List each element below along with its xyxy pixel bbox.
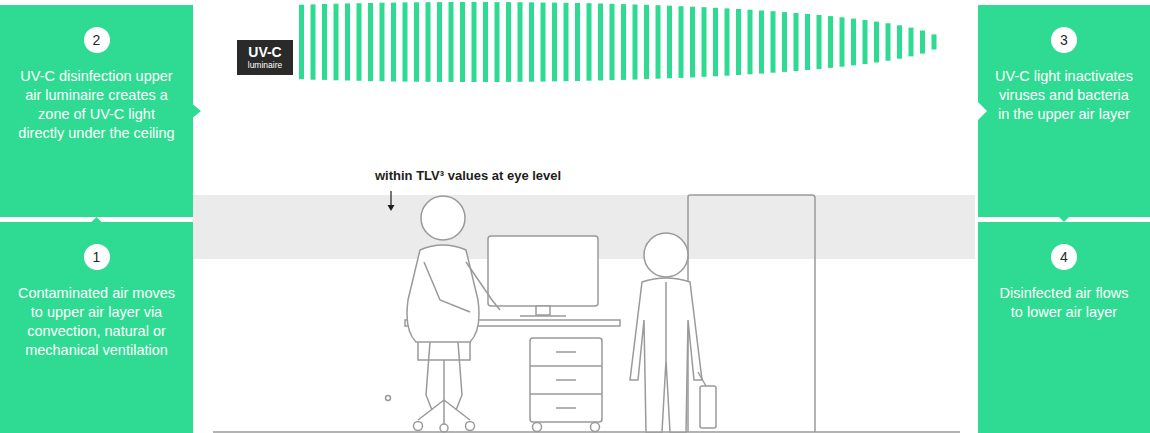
luminaire-title: UV-C [248,45,281,60]
beam-stripe [564,3,569,81]
beam-stripe [702,7,707,77]
beam-stripe [679,6,684,78]
step-text: Contaminated air moves to upper air laye… [14,284,179,360]
beam-stripe [748,10,753,75]
beam-stripe [529,2,534,81]
leader-line [390,191,391,207]
step-number: 2 [84,27,110,53]
beam-stripe [805,14,810,70]
beam-stripe [598,4,603,81]
beam-stripe [322,4,327,80]
step-text: Disinfected air flows to lower air layer [992,284,1136,322]
step-panel: 1Contaminated air moves to upper air lay… [0,222,193,433]
beam-stripe [794,13,799,71]
step-text: UV-C light inactivates viruses and bacte… [992,67,1136,124]
beam-stripe [610,4,615,80]
beam-stripe [334,4,339,81]
beam-stripe [575,3,580,81]
step-panel: 2UV-C disinfection upper air luminaire c… [0,5,193,217]
beam-stripe [518,2,523,82]
people-drawing [213,195,960,432]
beam-stripe [391,3,396,82]
beam-stripe [656,5,661,79]
step-number: 1 [84,244,110,270]
beam-stripe [920,31,925,54]
step-number: 4 [1051,244,1077,270]
band-label: within TLV³ values at eye level [375,168,561,183]
beam-stripe [897,25,902,58]
beam-stripe [736,9,741,75]
flow-pointer [190,102,987,120]
beam-stripe [552,3,557,82]
beam-stripe [932,34,937,49]
beam-stripe [621,4,626,80]
beam-stripe [345,3,350,80]
beam-stripe [495,2,500,82]
uv-beam [299,2,937,82]
beam-stripe [782,12,787,72]
beam-stripe [874,22,879,63]
beam-stripe [368,3,373,81]
beam-stripe [380,3,385,82]
beam-stripe [851,19,856,66]
beam-stripe [725,8,730,75]
beam-stripe [426,2,431,82]
luminaire-box: UV-Cluminaire [237,40,293,75]
beam-stripe [587,3,592,81]
beam-stripe [541,3,546,82]
beam-stripe [311,4,316,79]
beam-stripe [840,17,845,66]
beam-stripe [759,11,764,74]
beam-stripe [690,7,695,78]
beam-stripe [357,3,362,81]
beam-stripe [667,6,672,79]
luminaire-caption: luminaire [248,60,283,70]
leader-arrow [388,205,395,211]
step-text: UV-C disinfection upper air luminaire cr… [14,67,179,143]
step-panel: 3UV-C light inactivates viruses and bact… [978,5,1150,217]
beam-stripe [506,2,511,82]
beam-stripe [713,8,718,77]
beam-stripe [828,16,833,68]
beam-stripe [886,23,891,60]
step-number: 3 [1051,27,1077,53]
beam-stripe [771,11,776,72]
beam-stripe [483,2,488,82]
beam-stripe [644,5,649,79]
beam-stripe [403,2,408,81]
beam-stripe [909,28,914,57]
beam-stripe [299,5,304,80]
beam-stripe [633,5,638,80]
step-panel: 4Disinfected air flows to lower air laye… [978,222,1150,433]
beam-stripe [863,20,868,64]
beam-stripe [472,2,477,82]
beam-stripe [460,2,465,82]
beam-stripe [449,2,454,82]
beam-stripe [414,2,419,81]
beam-stripe [437,2,442,82]
beam-stripe [817,15,822,69]
